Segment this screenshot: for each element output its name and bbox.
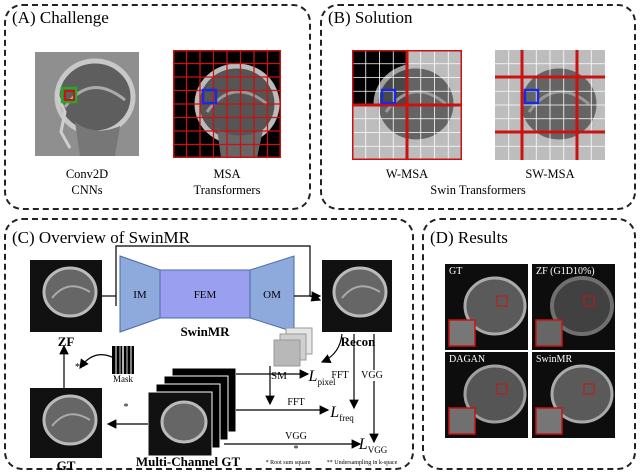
msa-label-1: MSA	[213, 167, 241, 181]
result-gt-image: GT	[445, 264, 528, 350]
mask-label: Mask	[113, 374, 133, 384]
loss-vgg-sub: VGG	[367, 445, 388, 456]
fem-label: FEM	[193, 289, 217, 301]
panel-results-title: (D) Results	[430, 228, 508, 247]
result-zf-label: ZF (G1D10%)	[536, 266, 595, 277]
star-label-3: *	[293, 444, 299, 455]
im-label: IM	[133, 289, 147, 301]
panel-overview-title: (C) Overview of SwinMR	[12, 228, 191, 247]
fft-label-1: FFT	[331, 370, 349, 381]
swin-label: Swin Transformers	[430, 183, 526, 197]
footnote-1: * Root sum square	[265, 460, 311, 466]
msa-label-2: Transformers	[193, 183, 261, 197]
wmsa-label: W-MSA	[385, 167, 429, 181]
result-gt-label: GT	[449, 266, 463, 277]
fft-label-2: FFT	[287, 397, 305, 408]
recon-label: Recon	[340, 334, 376, 349]
panel-solution	[320, 4, 636, 210]
star-label-2: *	[123, 402, 129, 413]
panel-solution-title: (B) Solution	[328, 8, 413, 27]
footnote-2: ** Undersampling in k-space	[326, 460, 398, 466]
vgg-label-2: VGG	[285, 431, 307, 442]
panel-challenge-title: (A) Challenge	[12, 8, 109, 27]
loss-freq: Lfreq	[330, 404, 354, 424]
sm-label: SM	[271, 370, 287, 382]
recon-image	[322, 260, 392, 332]
result-dagan-label: DAGAN	[449, 354, 486, 365]
loss-vgg: LVGG	[358, 436, 388, 456]
gt-image	[30, 388, 102, 458]
cnn-brain-image	[35, 52, 139, 156]
overview-diagram	[30, 245, 392, 458]
cnn-label-2: CNNs	[71, 183, 103, 197]
result-swinmr-label: SwinMR	[536, 354, 573, 365]
panel-overview	[4, 218, 414, 470]
sm-stack	[273, 327, 313, 367]
gt-label: GT	[56, 458, 76, 473]
wmsa-brain-image	[352, 50, 462, 160]
multi-channel-gt-stack	[147, 367, 237, 457]
vgg-label-1: VGG	[361, 370, 383, 381]
zf-image	[30, 260, 102, 332]
om-label: OM	[263, 289, 281, 301]
swmsa-label: SW-MSA	[525, 167, 575, 181]
panel-results	[422, 218, 636, 470]
loss-pixel-sub: pixel	[317, 377, 336, 388]
star-label-1: **	[75, 362, 85, 373]
multi-gt-label: Multi-Channel GT	[135, 454, 241, 469]
cnn-label-1: Conv2D	[65, 167, 109, 181]
mask-image	[112, 346, 134, 374]
result-zf-image: ZF (G1D10%)	[532, 264, 615, 350]
swinmr-label: SwinMR	[180, 324, 230, 339]
msa-brain-image	[173, 50, 281, 158]
result-swinmr-image: SwinMR	[532, 352, 615, 438]
swmsa-brain-image	[495, 50, 605, 160]
zf-label: ZF	[57, 334, 75, 349]
result-dagan-image: DAGAN	[445, 352, 528, 438]
loss-pixel: Lpixel	[308, 368, 336, 388]
loss-freq-sub: freq	[339, 413, 354, 424]
panel-challenge	[4, 4, 311, 210]
